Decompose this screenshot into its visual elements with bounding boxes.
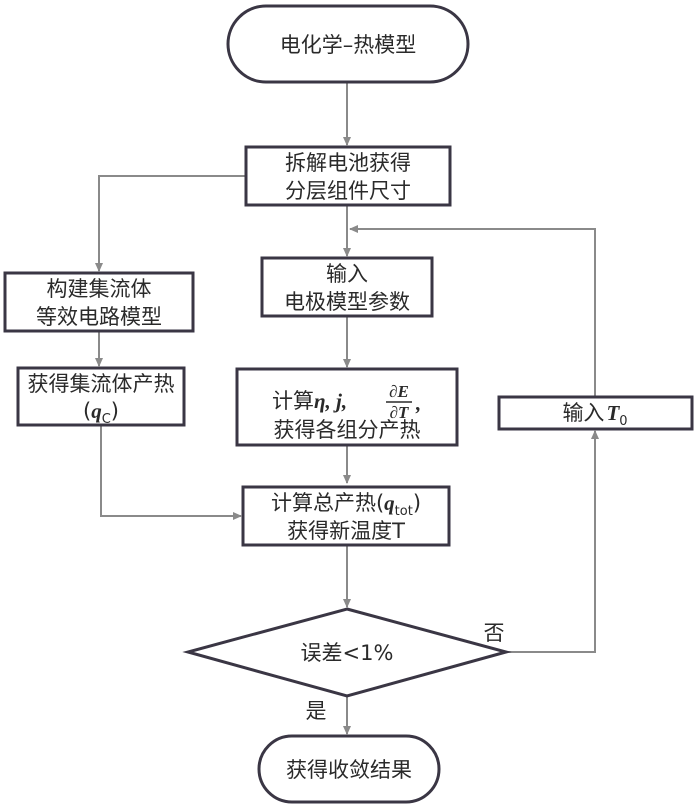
node-decision: 误差<1% xyxy=(182,607,512,698)
node-electrode-params-line1: 输入 xyxy=(326,262,368,286)
var-t: T xyxy=(606,401,620,425)
process-shape xyxy=(241,485,451,547)
node-start: 电化学–热模型 xyxy=(226,4,470,84)
node-total-heat-line2: 获得新温度T xyxy=(287,519,405,543)
node-collector-model-line2: 等效电路模型 xyxy=(36,305,162,329)
node-disassemble: 拆解电池获得 分层组件尺寸 xyxy=(244,145,452,207)
var-q: q xyxy=(91,399,102,423)
node-end: 获得收敛结果 xyxy=(257,734,441,804)
compute-prefix: 计算 xyxy=(272,389,314,413)
vars-eta-j: η, j, xyxy=(314,389,347,413)
fraction-numerator: ∂E xyxy=(389,382,409,401)
total-prefix: 计算总产热( xyxy=(271,491,384,515)
edge-label-yes: 是 xyxy=(306,699,327,723)
node-electrode-params: 输入 电极模型参数 xyxy=(260,256,434,318)
node-disassemble-line1: 拆解电池获得 xyxy=(285,151,411,175)
input-prefix: 输入 xyxy=(562,401,604,425)
node-input-t0: 输入T0 xyxy=(497,395,694,431)
node-compute-line2: 获得各组分产热 xyxy=(274,418,421,442)
node-disassemble-line2: 分层组件尺寸 xyxy=(285,179,411,203)
edge-input-t0-to-electrode-params xyxy=(349,225,596,397)
process-shape xyxy=(497,395,694,431)
var-q: q xyxy=(384,491,395,515)
node-collector-heat-line1: 获得集流体产热 xyxy=(28,372,175,396)
terminal-shape xyxy=(226,4,470,84)
terminal-shape xyxy=(257,734,441,804)
node-compute-components: 计算η, j, ∂E ∂T , 获得各组分产热 xyxy=(235,367,459,447)
compute-comma: , xyxy=(415,391,421,415)
node-collector-heat-line2: (qC) xyxy=(83,399,119,427)
edge-label-no: 否 xyxy=(484,621,505,645)
process-shape xyxy=(260,256,434,318)
edges xyxy=(95,82,599,735)
node-collector-heat: 获得集流体产热 (qC) xyxy=(16,366,186,427)
node-collector-model: 构建集流体 等效电路模型 xyxy=(3,271,195,333)
node-electrode-params-line2: 电极模型参数 xyxy=(284,290,410,314)
fraction-denominator: ∂T xyxy=(390,403,409,422)
subscript-tot: tot xyxy=(395,504,413,519)
subscript-c: C xyxy=(102,412,111,427)
node-total-heat: 计算总产热(qtot) 获得新温度T xyxy=(241,485,451,547)
paren-close: ) xyxy=(111,399,119,423)
process-shape xyxy=(16,366,186,427)
paren-close: ) xyxy=(413,491,421,515)
process-shape xyxy=(235,367,459,447)
decision-shape xyxy=(182,607,512,698)
edge-collector-heat-to-total xyxy=(100,425,242,520)
node-decision-label: 误差<1% xyxy=(301,641,394,665)
process-shape xyxy=(244,145,452,207)
edge-decision-to-input-t0 xyxy=(506,430,599,653)
node-start-label: 电化学–热模型 xyxy=(280,33,417,57)
edge-disassemble-to-collector-model xyxy=(95,175,246,272)
node-total-heat-line1: 计算总产热(qtot) xyxy=(271,491,421,519)
node-end-label: 获得收敛结果 xyxy=(286,758,412,782)
subscript-0: 0 xyxy=(619,414,627,429)
node-collector-model-line1: 构建集流体 xyxy=(47,277,152,301)
process-shape xyxy=(3,271,195,333)
node-input-t0-label: 输入T0 xyxy=(562,401,627,429)
node-compute-line1: 计算η, j, xyxy=(272,389,347,413)
paren-open: ( xyxy=(83,399,91,423)
